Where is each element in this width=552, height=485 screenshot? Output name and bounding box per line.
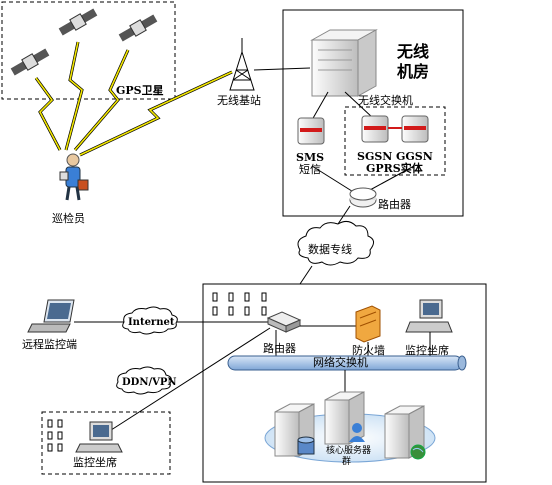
rack-indicators bbox=[212, 292, 267, 316]
satellite-icon bbox=[10, 48, 50, 76]
satellite-icon bbox=[58, 8, 98, 36]
ddn-vpn-cloud bbox=[116, 366, 172, 395]
base-station-label: 无线基站 bbox=[217, 94, 261, 107]
globe-icon bbox=[410, 444, 426, 460]
rack-indicators bbox=[47, 419, 63, 452]
wireless-room-box bbox=[282, 9, 464, 217]
monitor-seat-icon bbox=[75, 421, 123, 453]
wireless-room-title-line2: 机房 bbox=[397, 62, 430, 81]
router-center-label: 路由器 bbox=[263, 342, 296, 355]
firewall-label: 防火墙 bbox=[352, 344, 385, 357]
data-line-label: 数据专线 bbox=[308, 243, 352, 256]
inspector-label: 巡检员 bbox=[52, 212, 85, 225]
router-icon bbox=[266, 311, 302, 333]
base-station-tower-icon bbox=[229, 38, 255, 91]
wireless-room-title-line1: 无线 bbox=[397, 42, 430, 61]
gprs-entity-box bbox=[344, 106, 446, 176]
core-server-sublabel: 群 bbox=[342, 457, 352, 467]
monitor-seat-left-label: 监控坐席 bbox=[73, 456, 117, 469]
signal-lightning bbox=[35, 41, 233, 156]
center-lan-box bbox=[202, 283, 487, 483]
internet-cloud bbox=[122, 306, 178, 335]
database-icon bbox=[297, 436, 315, 455]
sms-server-icon bbox=[297, 117, 325, 145]
link-line bbox=[107, 327, 271, 433]
gps-satellite-box bbox=[1, 1, 176, 100]
gps-satellite-label: GPS卫星 bbox=[116, 84, 164, 97]
internet-label: Internet bbox=[128, 317, 175, 328]
router-icon bbox=[349, 187, 377, 208]
link-line bbox=[311, 165, 356, 194]
firewall-icon bbox=[355, 305, 381, 343]
ggsn-label: GGSN bbox=[396, 150, 433, 163]
router-top-label: 路由器 bbox=[378, 198, 411, 211]
link-line bbox=[299, 265, 313, 285]
ggsn-server-icon bbox=[401, 115, 429, 143]
monitor-seat-icon bbox=[405, 299, 453, 333]
sgsn-server-icon bbox=[361, 115, 389, 143]
network-switch-label: 网络交换机 bbox=[313, 356, 368, 369]
link-line bbox=[311, 91, 329, 121]
sms-sublabel: 短信 bbox=[299, 163, 321, 176]
inspector-person-icon bbox=[59, 153, 89, 201]
sgsn-label: SGSN bbox=[357, 150, 393, 163]
link-line bbox=[369, 165, 415, 191]
wireless-switch-label: 无线交换机 bbox=[358, 94, 413, 107]
link-line bbox=[253, 67, 311, 71]
core-server-label: 核心服务器 bbox=[326, 446, 372, 456]
laptop-icon bbox=[27, 299, 75, 333]
sms-label: SMS bbox=[296, 151, 325, 164]
gprs-entity-label: GPRS实体 bbox=[366, 162, 423, 175]
user-icon bbox=[349, 423, 365, 442]
ddn-vpn-label: DDN/VPN bbox=[122, 377, 177, 388]
left-monitor-box bbox=[41, 411, 171, 475]
monitor-seat-center-label: 监控坐席 bbox=[405, 344, 449, 357]
link-line bbox=[344, 91, 374, 119]
remote-monitor-label: 远程监控端 bbox=[22, 338, 77, 351]
satellite-icon bbox=[118, 14, 158, 42]
data-line-cloud bbox=[297, 220, 374, 266]
wireless-switch-icon bbox=[310, 29, 378, 97]
